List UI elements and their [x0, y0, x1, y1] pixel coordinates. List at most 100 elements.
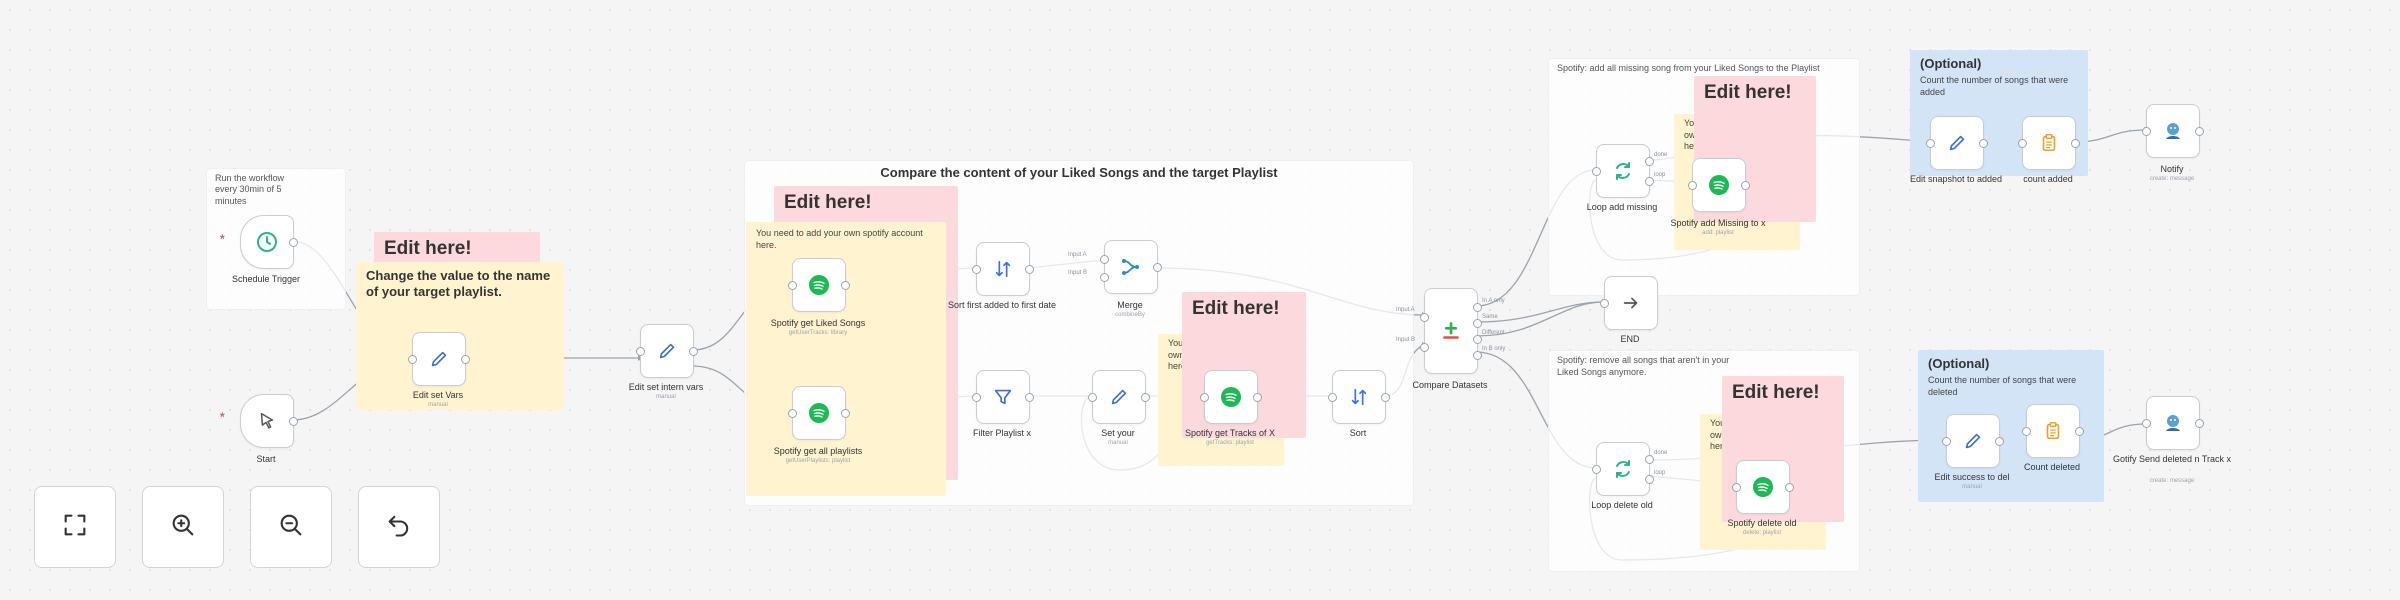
loop-icon — [1611, 457, 1635, 481]
pencil-icon — [1946, 132, 1968, 154]
node-loop-add-missing[interactable] — [1592, 144, 1654, 198]
input-port[interactable] — [788, 281, 797, 290]
fit-view-button[interactable] — [34, 486, 116, 568]
node-loop-delete-old[interactable] — [1592, 442, 1654, 496]
input-port[interactable] — [2018, 139, 2027, 148]
node-count-added[interactable] — [2018, 116, 2080, 170]
input-port[interactable] — [1592, 167, 1601, 176]
input-port-b[interactable] — [1100, 273, 1109, 282]
node-schedule-trigger[interactable] — [240, 215, 298, 269]
node-label: Filter Playlist x — [972, 428, 1031, 438]
node-label: Count deleted — [2023, 462, 2081, 472]
node-edit-success[interactable] — [1942, 414, 2004, 468]
input-port[interactable] — [1732, 483, 1741, 492]
output-port[interactable] — [1741, 181, 1750, 190]
input-port[interactable] — [1942, 437, 1951, 446]
output-port[interactable] — [1979, 139, 1988, 148]
output-port[interactable] — [689, 347, 698, 356]
input-port[interactable] — [1688, 181, 1697, 190]
output-port-b-only[interactable] — [1473, 351, 1482, 360]
node-subtitle: create: message — [2149, 478, 2195, 484]
node-compare-datasets[interactable] — [1420, 288, 1482, 374]
node-filter-playlist[interactable] — [972, 370, 1034, 424]
undo-button[interactable] — [358, 486, 440, 568]
output-port[interactable] — [1141, 393, 1150, 402]
output-port[interactable] — [289, 238, 298, 247]
node-label: Compare Datasets — [1412, 380, 1488, 390]
spotify-icon — [807, 273, 831, 297]
input-port[interactable] — [1600, 299, 1609, 308]
output-port[interactable] — [841, 281, 850, 290]
node-edit-snapshot[interactable] — [1926, 116, 1988, 170]
node-set-your[interactable] — [1088, 370, 1150, 424]
input-port[interactable] — [2142, 127, 2151, 136]
input-port-a[interactable] — [1100, 255, 1109, 264]
port-label: Same — [1482, 314, 1498, 320]
node-notify-added[interactable] — [2142, 104, 2204, 158]
input-port[interactable] — [1592, 465, 1601, 474]
node-edit-set-vars[interactable] — [408, 332, 470, 386]
output-port[interactable] — [2071, 139, 2080, 148]
output-port-a-only[interactable] — [1473, 303, 1482, 312]
output-port-same[interactable] — [1473, 319, 1482, 328]
input-port-b[interactable] — [1420, 343, 1429, 352]
node-subtitle: getUserPlaylists: playlist — [785, 458, 851, 464]
output-port[interactable] — [1025, 265, 1034, 274]
input-port[interactable] — [636, 347, 645, 356]
output-port[interactable] — [1785, 483, 1794, 492]
sticky-tracks-body: You own here — [1168, 338, 1187, 372]
node-label: count added — [2023, 174, 2073, 184]
output-port[interactable] — [2075, 427, 2084, 436]
zoom-out-icon — [277, 511, 305, 544]
input-port-a[interactable] — [1420, 313, 1429, 322]
output-port-loop[interactable] — [1645, 475, 1654, 484]
node-gotify-send-deleted[interactable] — [2142, 396, 2204, 450]
node-merge[interactable] — [1100, 240, 1162, 294]
node-spotify-get-liked-songs[interactable] — [788, 258, 850, 312]
node-label: Edit success to del — [1934, 472, 2010, 482]
output-port-done[interactable] — [1645, 455, 1654, 464]
input-port[interactable] — [972, 265, 981, 274]
node-sort-first-added[interactable] — [972, 242, 1034, 296]
output-port-loop[interactable] — [1645, 177, 1654, 186]
output-port[interactable] — [289, 417, 298, 426]
output-port[interactable] — [1995, 437, 2004, 446]
output-port[interactable] — [1253, 393, 1262, 402]
port-label: loop — [1654, 470, 1666, 476]
input-port[interactable] — [1926, 139, 1935, 148]
input-port[interactable] — [2142, 419, 2151, 428]
port-label: loop — [1654, 172, 1666, 178]
output-port[interactable] — [841, 409, 850, 418]
node-end[interactable] — [1600, 276, 1658, 330]
input-port[interactable] — [408, 355, 417, 364]
output-port-done[interactable] — [1645, 157, 1654, 166]
node-spotify-add-missing[interactable] — [1688, 158, 1750, 212]
output-port[interactable] — [2195, 419, 2204, 428]
node-start[interactable] — [240, 394, 298, 448]
zoom-in-icon — [169, 511, 197, 544]
input-port[interactable] — [788, 409, 797, 418]
node-spotify-delete-old[interactable] — [1732, 460, 1794, 514]
arrow-right-icon — [1620, 292, 1642, 314]
input-port[interactable] — [972, 393, 981, 402]
node-edit-set-intern-vars[interactable] — [636, 324, 698, 378]
spotify-icon — [1219, 385, 1243, 409]
output-port[interactable] — [461, 355, 470, 364]
output-port[interactable] — [1381, 393, 1390, 402]
output-port[interactable] — [2195, 127, 2204, 136]
node-spotify-get-tracks[interactable] — [1200, 370, 1262, 424]
input-port[interactable] — [1328, 393, 1337, 402]
input-port[interactable] — [1088, 393, 1097, 402]
zoom-out-button[interactable] — [250, 486, 332, 568]
node-count-deleted[interactable] — [2022, 404, 2084, 458]
input-port[interactable] — [2022, 427, 2031, 436]
zoom-in-button[interactable] — [142, 486, 224, 568]
loop-icon — [1611, 159, 1635, 183]
output-port[interactable] — [1025, 393, 1034, 402]
node-sort[interactable] — [1328, 370, 1390, 424]
output-port-different[interactable] — [1473, 335, 1482, 344]
node-spotify-get-all-playlists[interactable] — [788, 386, 850, 440]
input-port[interactable] — [1200, 393, 1209, 402]
clock-icon — [255, 230, 279, 254]
output-port[interactable] — [1153, 263, 1162, 272]
